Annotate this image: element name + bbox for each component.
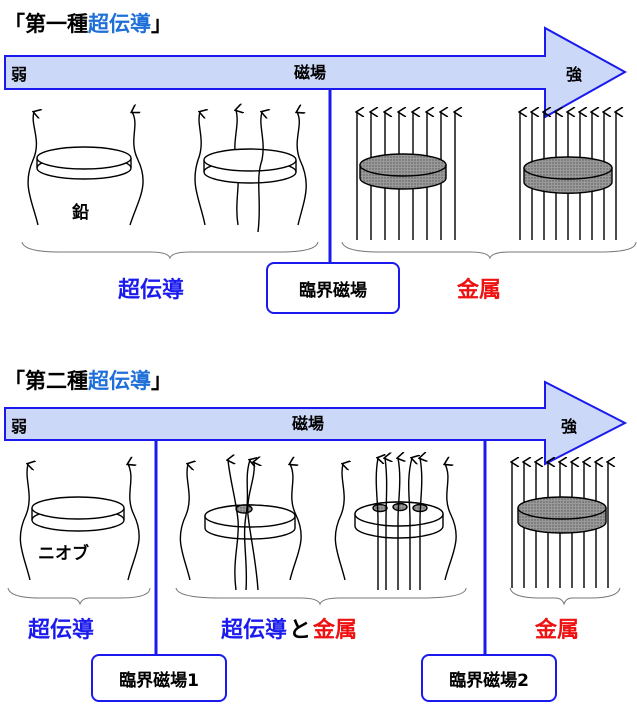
niobium-expulsion-panel: [19, 464, 140, 581]
strong-label-2: 強: [561, 417, 578, 436]
field-arrow-1: [4, 26, 628, 119]
type1-title-suffix: 」: [151, 12, 172, 36]
lead-metal-panel-1: [357, 112, 455, 240]
field-arrow-2: [4, 380, 628, 466]
weak-label-2: 弱: [11, 417, 28, 436]
type1-title: 「第一種超伝導」: [4, 8, 172, 38]
lead-expulsion-panel: [27, 112, 144, 226]
lead-threshold-panel: [194, 110, 307, 233]
mixed-metal-text: 金属: [313, 618, 358, 643]
type2-title-suffix: 」: [151, 369, 172, 393]
lead-metal-panel-2: [520, 112, 616, 240]
critical-field-box: 臨界磁場: [266, 262, 400, 314]
type1-metal-label: 金属: [457, 278, 502, 303]
niobium-label: ニオブ: [38, 544, 89, 564]
type2-title-highlight: 超伝導: [88, 369, 151, 393]
type1-superconductor-label: 超伝導: [118, 278, 185, 303]
vortex-panel-2: [334, 458, 457, 590]
field-label-2: 磁場: [292, 414, 325, 433]
type1-title-prefix: 「第一種: [4, 12, 88, 36]
mixed-and-text: と: [289, 618, 312, 643]
lead-label: 鉛: [72, 203, 89, 223]
niobium-metal-panel: [512, 462, 608, 588]
type2-metal-label: 金属: [535, 618, 580, 643]
critical-field-2-box: 臨界磁場2: [421, 654, 557, 702]
brace-group-1: [21, 241, 637, 260]
field-label-1: 磁場: [294, 63, 327, 82]
weak-label-1: 弱: [11, 65, 28, 84]
type2-title-prefix: 「第二種: [4, 369, 88, 393]
mixed-state-label: 超伝導と金属: [221, 612, 357, 644]
vortex-panel-1: [179, 460, 302, 591]
type1-title-highlight: 超伝導: [88, 12, 151, 36]
strong-label-1: 強: [566, 65, 583, 84]
critical-field-1-box: 臨界磁場1: [91, 654, 227, 702]
type2-title: 「第二種超伝導」: [4, 365, 172, 395]
type2-superconductor-label: 超伝導: [28, 618, 95, 643]
mixed-sc-text: 超伝導: [221, 618, 288, 643]
brace-group-2: [7, 587, 621, 606]
